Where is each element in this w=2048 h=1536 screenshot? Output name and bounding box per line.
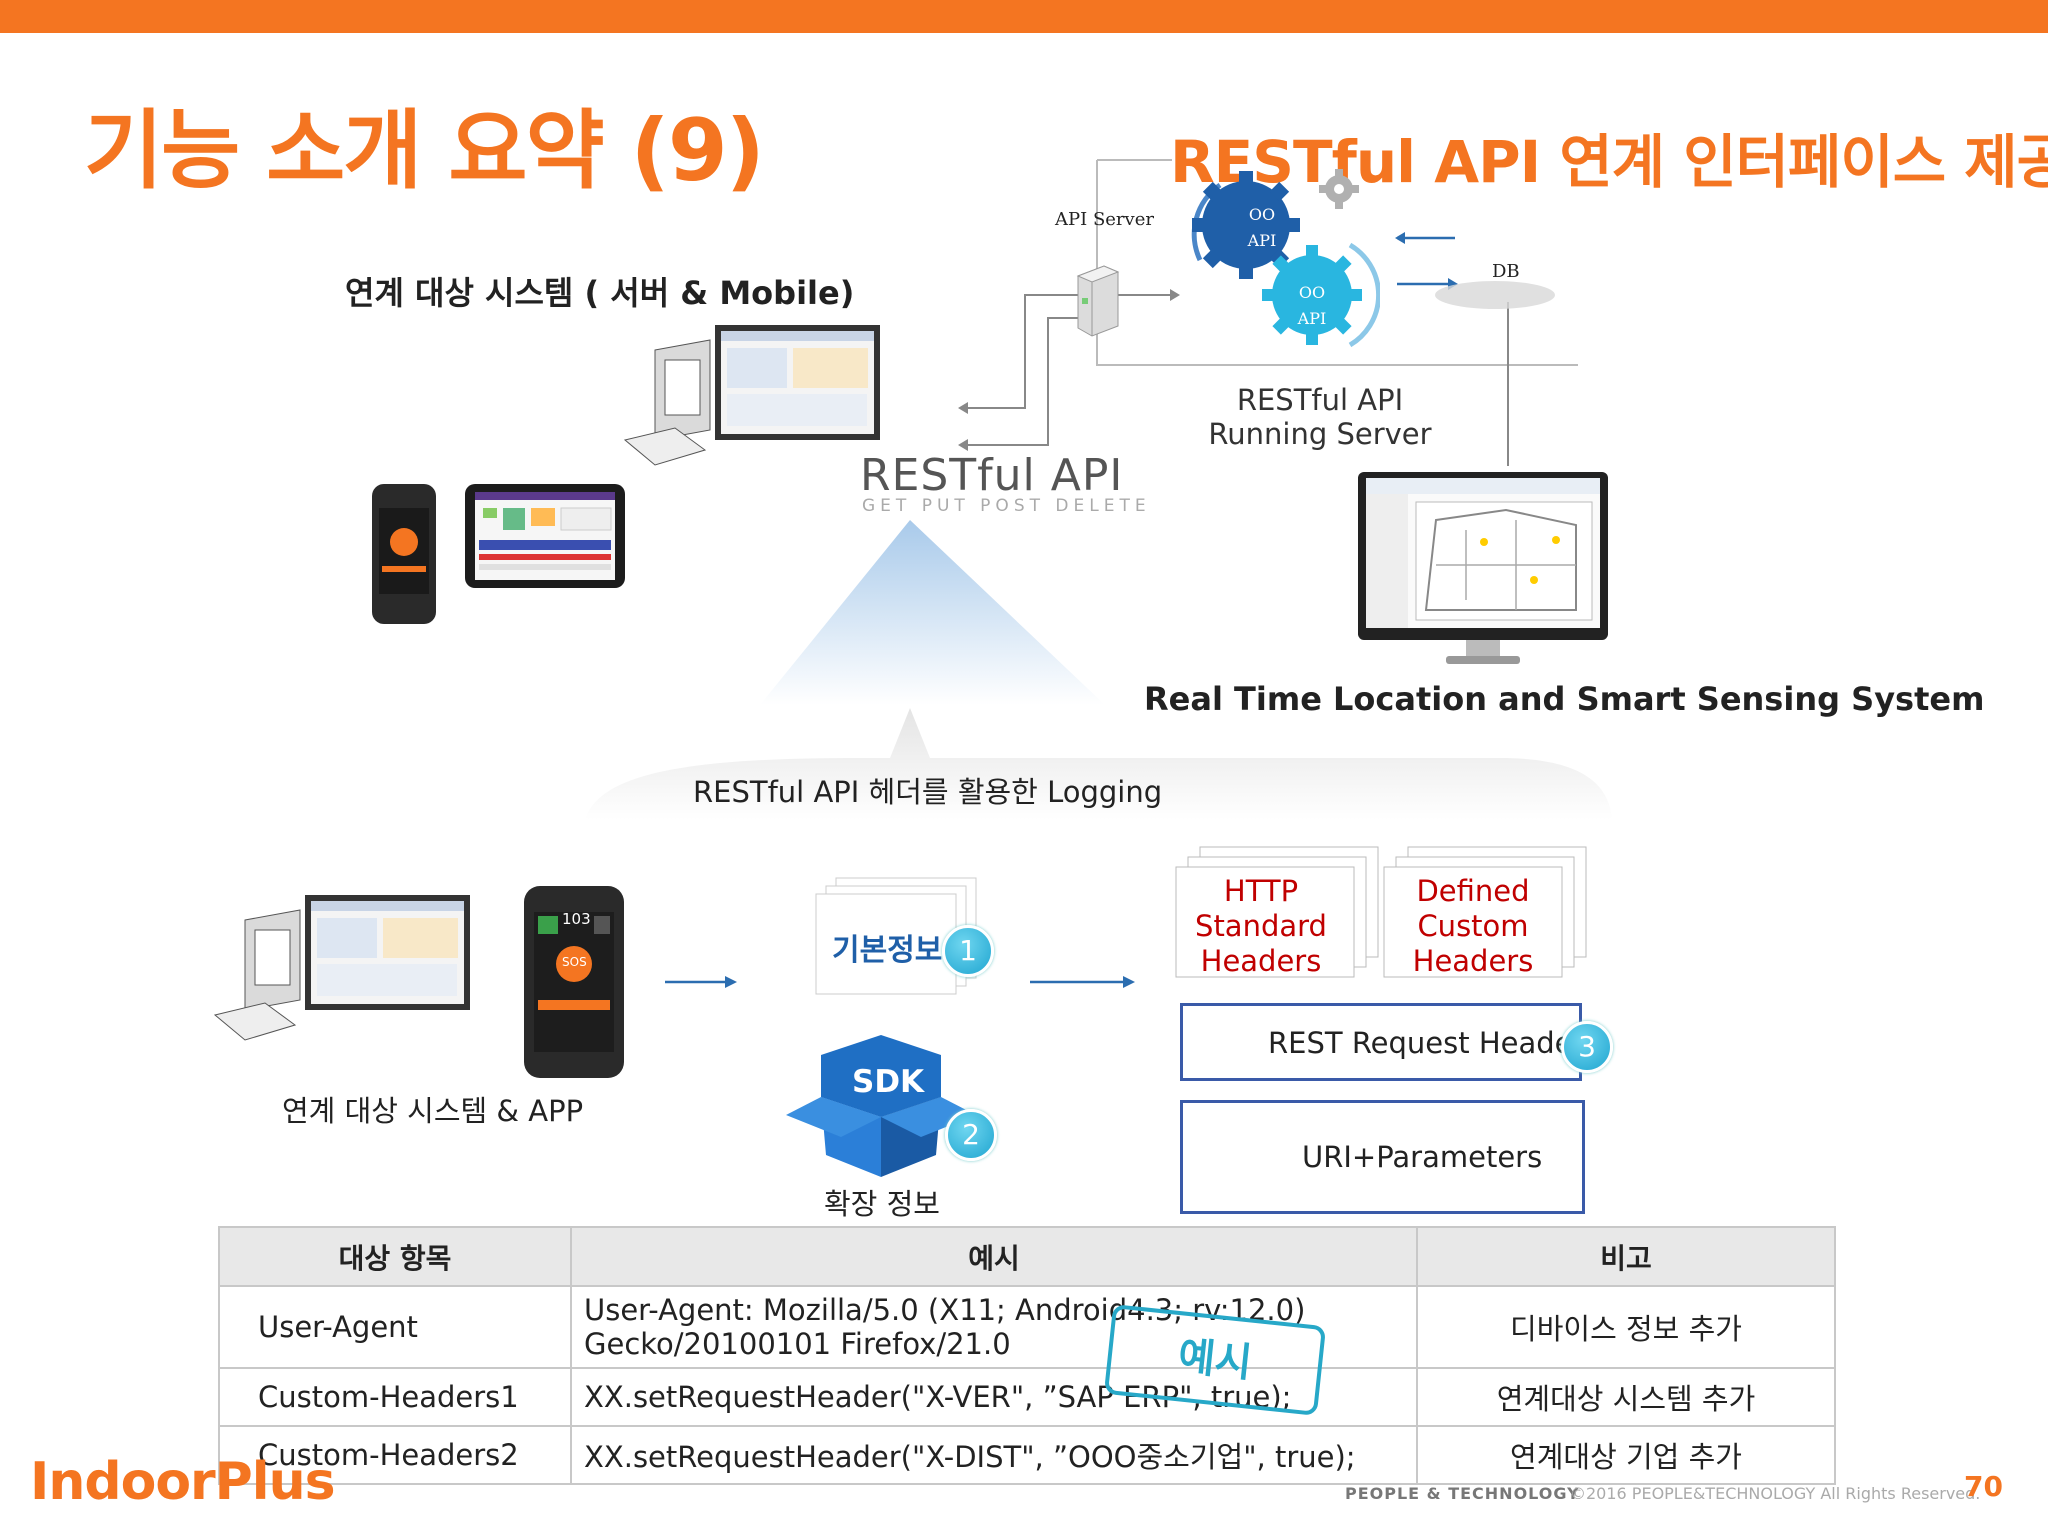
gear-icon-small: [1319, 169, 1359, 209]
cell-example: User-Agent: Mozilla/5.0 (X11; Android4.3…: [570, 1285, 1418, 1369]
logging-label: RESTful API 헤더를 활용한 Logging: [693, 775, 1163, 809]
rest-request-headers-label: REST Request Headers: [1268, 1026, 1600, 1060]
page-title: 기능 소개 요약 (9): [84, 101, 765, 201]
top-accent-bar: [0, 0, 2048, 33]
header-table: 대상 항목 예시 비고 User-Agent User-Agent: Mozil…: [218, 1226, 1836, 1485]
mobile-phone-icon: [372, 484, 436, 624]
gear-icon: [1191, 171, 1300, 279]
phone-number: 103: [562, 910, 591, 928]
api-server-label: API Server: [1055, 209, 1154, 230]
uri-parameters-box: [1180, 1100, 1585, 1214]
indoorplus-logo: IndoorPlus: [30, 1452, 336, 1512]
footer-company: PEOPLE & TECHNOLOGY: [1345, 1484, 1580, 1503]
tablet-icon: [465, 484, 625, 588]
running-server-label: RESTful API Running Server: [1208, 383, 1432, 451]
server-icon: [1076, 265, 1120, 337]
http-headers-stack: [1175, 846, 1379, 978]
restful-methods-label: GET PUT POST DELETE: [862, 496, 1151, 516]
phone-sos: SOS: [562, 955, 587, 969]
uri-parameters-label: URI+Parameters: [1302, 1140, 1543, 1174]
col-header-item: 대상 항목: [218, 1226, 572, 1287]
sdk-label: SDK: [852, 1064, 925, 1100]
restful-api-label: RESTful API: [860, 450, 1124, 501]
db-label: DB: [1492, 261, 1520, 282]
table-header-row: 대상 항목 예시 비고: [218, 1226, 1836, 1287]
custom-headers-stack: [1383, 846, 1587, 978]
cell-note: 연계대상 기업 추가: [1416, 1425, 1836, 1485]
cell-item: User-Agent: [218, 1285, 572, 1369]
desktop-computer-icon: [623, 325, 880, 466]
rtls-monitor-icon: [1358, 472, 1608, 664]
col-header-example: 예시: [570, 1226, 1418, 1287]
step-badge-2: 2: [945, 1109, 997, 1161]
step-badge-1: 1: [942, 925, 994, 977]
extended-info-label: 확장 정보: [824, 1187, 940, 1221]
basic-info-label: 기본정보: [832, 933, 943, 968]
cell-note: 연계대상 시스템 추가: [1416, 1367, 1836, 1427]
rtls-label: Real Time Location and Smart Sensing Sys…: [1144, 680, 1985, 718]
table-row: Custom-Headers2 XX.setRequestHeader("X-D…: [218, 1425, 1836, 1485]
cell-note: 디바이스 정보 추가: [1416, 1285, 1836, 1369]
col-header-note: 비고: [1416, 1226, 1836, 1287]
database-icon: [1435, 281, 1555, 309]
sdk-box-icon: [786, 1035, 976, 1177]
table-row: User-Agent User-Agent: Mozilla/5.0 (X11;…: [218, 1285, 1836, 1369]
table-row: Custom-Headers1 XX.setRequestHeader("X-V…: [218, 1367, 1836, 1427]
cell-example: XX.setRequestHeader("X-DIST", ”OOO중소기업",…: [570, 1425, 1418, 1485]
rugged-phone-icon: [524, 886, 624, 1078]
step-badge-3: 3: [1561, 1021, 1613, 1073]
page-subtitle: RESTful API 연계 인터페이스 제공: [1170, 128, 2048, 196]
cell-example: XX.setRequestHeader("X-VER", ”SAP ERP", …: [570, 1367, 1418, 1427]
target-system-label: 연계 대상 시스템 ( 서버 & Mobile): [345, 274, 855, 312]
system-app-label: 연계 대상 시스템 & APP: [282, 1094, 584, 1128]
gear-icon-cyan: [1262, 242, 1380, 348]
footer-copyright: ©2016 PEOPLE&TECHNOLOGY All Rights Reser…: [1570, 1484, 1981, 1503]
cell-item: Custom-Headers1: [218, 1367, 572, 1427]
page-number: 70: [1964, 1470, 2003, 1503]
desktop-computer-icon-2: [213, 895, 470, 1041]
cell-item: Custom-Headers2: [218, 1425, 572, 1485]
